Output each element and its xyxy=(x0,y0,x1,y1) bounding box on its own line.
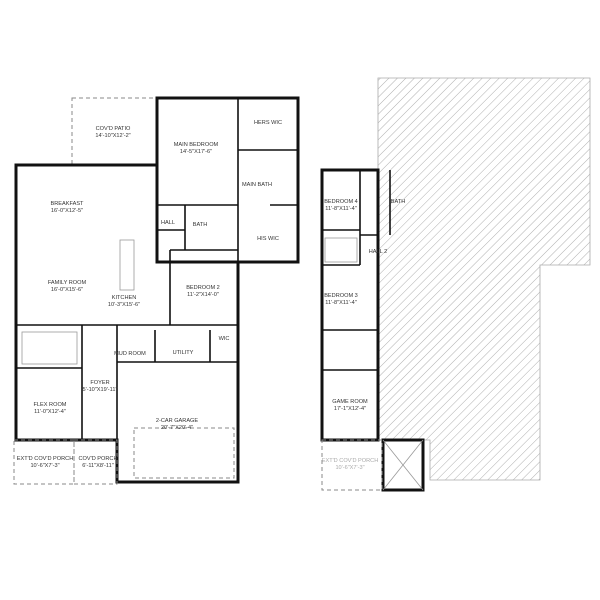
room-name: BEDROOM 4 xyxy=(324,199,358,205)
interior-walls xyxy=(16,98,298,482)
room-name: HALL 2 xyxy=(369,249,387,255)
room-size: 16'-0"X15'-6" xyxy=(51,287,83,293)
room-name: HALL xyxy=(161,220,175,226)
room-name: HERS WIC xyxy=(254,120,282,126)
balcony-box xyxy=(381,438,425,492)
room-size: 14'-5"X17'-6" xyxy=(180,149,212,155)
covered-patio xyxy=(71,97,158,166)
room-size: 5'-10"X19'-11" xyxy=(83,387,118,393)
room-name: FAMILY ROOM xyxy=(48,280,87,286)
room-name: COV'D PORCH xyxy=(79,456,118,462)
room-size: 16'-0"X12'-5" xyxy=(51,208,83,214)
main-walls xyxy=(14,163,240,484)
room-size: 10'-6"X7'-3" xyxy=(335,465,364,471)
room-name: FLEX ROOM xyxy=(34,402,67,408)
main-suite-walls xyxy=(155,96,300,264)
room-name: WIC xyxy=(219,336,230,342)
room-name: 2-CAR GARAGE xyxy=(156,418,199,424)
second-floor-labels: BEDROOM 4 11'-8"X11'-4" BATH HALL 2 BEDR… xyxy=(322,199,406,471)
room-name: UTILITY xyxy=(173,350,194,356)
room-name: BATH xyxy=(193,222,208,228)
stairs-2 xyxy=(324,237,358,263)
room-name: BEDROOM 3 xyxy=(324,293,358,299)
room-name: EXT'D COV'D PORCH xyxy=(17,456,74,462)
roof-hatch-area xyxy=(377,77,591,481)
room-name: MUD ROOM xyxy=(114,351,146,357)
room-name: EXT'D COV'D PORCH xyxy=(322,458,379,464)
room-name: BEDROOM 2 xyxy=(186,285,220,291)
room-size: 20'-7"X20'-4" xyxy=(161,425,193,431)
room-name: BREAKFAST xyxy=(51,201,85,207)
open-to-below xyxy=(382,439,424,491)
room-name: HIS WIC xyxy=(257,236,279,242)
room-size: 11'-2"X14'-0" xyxy=(187,292,219,298)
covered-porch xyxy=(73,439,118,485)
first-floor-plan xyxy=(13,96,300,485)
second-floor-interior-walls xyxy=(322,170,391,371)
room-name: MAIN BEDROOM xyxy=(174,142,219,148)
room-name: MAIN BATH xyxy=(242,182,272,188)
kitchen-island xyxy=(119,239,135,291)
room-name: FOYER xyxy=(90,380,109,386)
room-size: 17'-1"X12'-4" xyxy=(334,406,366,412)
stairs xyxy=(21,331,78,365)
garage-door xyxy=(133,427,235,479)
room-name: GAME ROOM xyxy=(332,399,368,405)
first-floor-labels: COV'D PATIO 14'-10"X12'-2" MAIN BEDROOM … xyxy=(17,120,282,469)
room-name: KITCHEN xyxy=(112,295,137,301)
room-name: BATH xyxy=(391,199,406,205)
room-size: 11'-8"X11'-4" xyxy=(325,300,356,306)
extended-porch xyxy=(13,439,75,485)
room-name: COV'D PATIO xyxy=(96,126,131,132)
room-size: 11'-0"X12'-4" xyxy=(34,409,66,415)
room-size: 10'-6"X7'-3" xyxy=(30,463,59,469)
extended-porch-2 xyxy=(321,439,383,491)
room-size: 11'-8"X11'-4" xyxy=(325,206,356,212)
room-size: 6'-11"X8'-11" xyxy=(82,463,113,469)
room-size: 14'-10"X12'-2" xyxy=(95,133,130,139)
room-size: 10'-3"X15'-6" xyxy=(108,302,140,308)
second-floor-plan xyxy=(320,77,591,492)
